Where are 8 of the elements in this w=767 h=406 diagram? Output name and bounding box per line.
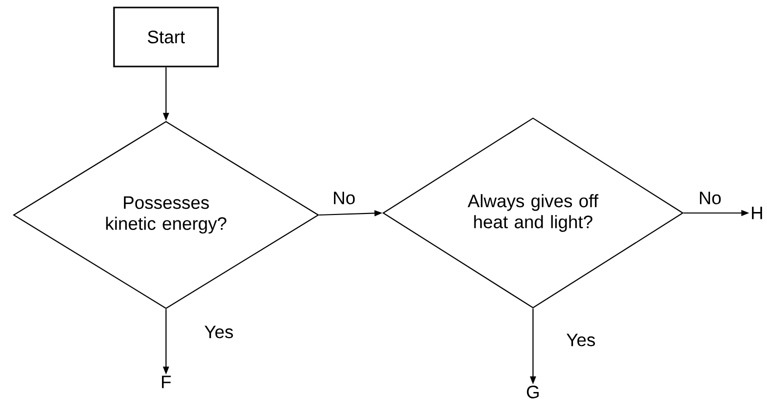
outcome-letter: F — [162, 376, 171, 388]
outcome-letter: H — [752, 206, 762, 220]
outcome-letter: G — [526, 386, 539, 398]
edge-label: Yes — [203, 324, 235, 340]
edge-label: Yes — [565, 332, 597, 348]
start-box: Start — [113, 6, 219, 68]
edge-label: No — [698, 190, 722, 206]
edge-label: No — [332, 190, 356, 206]
